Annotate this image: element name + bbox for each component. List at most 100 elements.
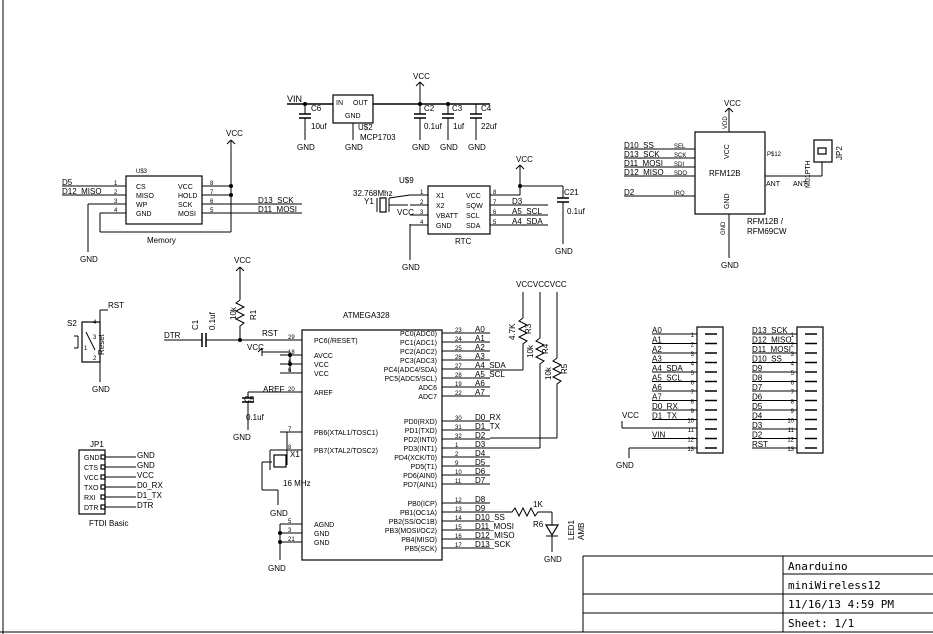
header-net-label: D0_RX [652,402,678,411]
mcu-pin-name: PB6(XTAL1/TOSC1) [314,430,378,437]
ftdi-pin-label: VCC [84,475,99,482]
rfm-net-label: D10_SS [624,141,654,150]
rfm-ant-pin: ANT [766,181,781,188]
mcu-net-label: A1 [475,334,485,343]
header-pin-number: 10 [687,419,694,425]
memory-net-label: D5 [62,178,73,187]
mcu-net-label: D8 [475,495,486,504]
rfm-vdd-label: VDD [723,116,729,129]
mcu-net-label: A7 [475,388,485,397]
rfm-vcc-label: VCC [724,99,741,108]
mcu-net-label: D2 [475,431,486,440]
rfm-gnd-label: GND [721,261,739,270]
jp2-connector [813,139,833,163]
r1-value: 10k [229,306,238,320]
rtc-ref: U$9 [399,176,414,185]
mcu-net-label: D13_SCK [475,540,511,549]
mcu-net-label: D6 [475,467,486,476]
rtc-pin-number: 5 [493,220,497,226]
title-block: Anarduino miniWireless12 11/16/13 4:59 P… [582,555,933,632]
rtc-chip-box [427,185,491,235]
header-left-body [696,326,724,454]
mcu-pin-number: 28 [455,373,462,379]
c6-gnd: GND [297,143,315,152]
header-net-label: D5 [752,402,763,411]
rtc-pin-name: VCC [466,193,481,200]
c1-value: 0.1uf [208,311,217,330]
mcu-net-label: A5_SCL [475,370,505,379]
rfm-subtitle2: RFM69CW [747,227,787,236]
header-net-label: A2 [652,345,662,354]
rtc-pin-name: SDA [466,223,481,230]
hdr-gnd-label: GND [616,461,634,470]
rtc-pin-name: VBATT [436,213,459,220]
ftdi-pin [100,464,106,470]
mcu-pin-name: PD3(INT1) [404,446,437,453]
mcu-pin-number: 32 [455,434,462,440]
mcu-pin-name: PC5(ADC5/SCL) [384,376,437,383]
led1-color: AMB [577,523,586,540]
mcu-net-label: A0 [475,325,485,334]
mcu-pin-name: PC2(ADC2) [400,349,437,356]
rfm-net-label: D12_MISO [624,168,664,177]
reset-gnd-label: GND [92,385,110,394]
header-net-label: RST [752,440,768,449]
rtc-crystal [379,197,387,213]
header-net-label: D10_SS [752,355,782,364]
jp2-ant: ANT [793,181,808,188]
header-pin-number: 3 [791,352,795,358]
rfm-net-label: D2 [624,188,635,197]
mcu-pin-number: 24 [455,337,462,343]
ftdi-net-label: GND [137,451,155,460]
reset-switch [81,321,101,363]
header-net-label: A4_SDA [652,364,683,373]
tb-board: miniWireless12 [788,579,881,592]
r6-ref: R6 [533,520,544,529]
rtc-pin-number: 8 [493,190,497,196]
header-net-label: D3 [752,421,763,430]
mcu-pin-number: 7 [288,427,292,433]
ftdi-net-label: D1_TX [137,491,163,500]
ftdi-pin-label: TXO [84,485,99,492]
jp2-pad [817,147,827,155]
r3-value: 4.7K [508,323,517,340]
r1-ref: R1 [249,309,258,320]
mem-gnd-label: GND [80,255,98,264]
mcu-gnd-label: GND [268,564,286,573]
header-pin-number: 9 [691,409,695,415]
memory-ref: U$3 [136,169,148,175]
mcu-pin-name: PB0(ICP) [407,501,437,508]
mcu-pin-number: 1 [455,443,459,449]
ftdi-ref: JP1 [90,440,104,449]
reg-pin-gnd: GND [345,113,361,120]
header-pin-number: 13 [787,447,794,453]
header-left: 1A02A13A24A35A4_SDA6A5_SCL7A68A79D0_RX10… [616,326,724,470]
ftdi-connector [78,449,106,515]
header-net-label: A6 [652,383,662,392]
rfm-net-label: D11_MOSI [624,159,663,168]
header-net-label: A1 [652,336,662,345]
led1-ref: LED1 [567,519,576,540]
header-net-label: D6 [752,393,763,402]
rtc-pin-number: 1 [420,190,424,196]
header-net-label: D11_MOSI [752,345,791,354]
mcu-pin-number: 15 [455,525,462,531]
c4-value: 22uf [481,122,497,131]
ftdi-pin [100,494,106,500]
memory-net-label: D13_SCK [258,196,294,205]
header-net-label: D12_MISO [752,336,792,345]
mcu-pin-number: 13 [455,507,462,513]
mcu-pin-name: PB3(MOSI/OC2) [385,528,437,535]
c4-ref: C4 [481,104,492,113]
rfm-pin-name: SCK [674,153,686,159]
mcu-pin-name: AVCC [314,353,333,360]
mcu-pin-number: 16 [455,534,462,540]
header-net-label: A0 [652,326,662,335]
c4-cap: C4 22uf GND [468,104,497,152]
r4-value: 10k [526,344,535,358]
header-net-label: D1_TX [652,412,678,421]
reg-pin-out: OUT [353,100,369,107]
mcu-pin-name: AREF [314,390,333,397]
mcu-pin-number: 26 [455,355,462,361]
rtc-pin-name: X1 [436,193,445,200]
